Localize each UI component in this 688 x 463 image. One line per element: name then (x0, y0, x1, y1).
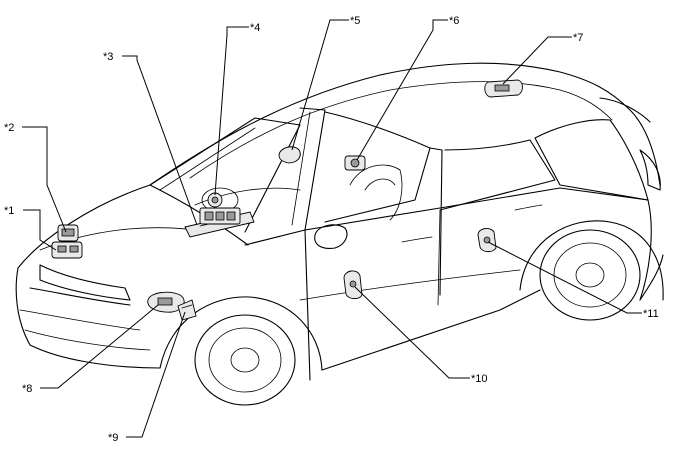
component-10 (343, 270, 363, 300)
leader-5 (291, 19, 349, 151)
component-9 (177, 299, 197, 321)
leader-1 (23, 209, 57, 251)
component-5 (278, 146, 301, 164)
leader-3 (122, 55, 198, 226)
callout-label-3: *3 (103, 51, 113, 63)
callout-label-6: *6 (449, 15, 459, 27)
leader-2 (22, 126, 67, 233)
component-7 (484, 79, 523, 98)
callout-label-1: *1 (4, 205, 14, 217)
callout-label-11: *11 (643, 308, 659, 320)
car-body-outline (15, 62, 664, 406)
callout-label-7: *7 (573, 32, 583, 44)
callout-label-4: *4 (250, 22, 260, 34)
callout-label-10: *10 (471, 373, 488, 385)
leader-8 (40, 304, 159, 389)
leader-lines (22, 19, 642, 438)
leader-9 (126, 311, 186, 438)
component-2 (57, 224, 79, 242)
leader-11 (487, 241, 642, 314)
leader-10 (354, 286, 470, 379)
component-4 (199, 192, 241, 225)
leader-6 (356, 19, 448, 161)
callout-label-2: *2 (4, 122, 14, 134)
callout-label-8: *8 (22, 383, 32, 395)
component-1 (51, 241, 83, 259)
callout-label-9: *9 (108, 432, 118, 444)
component-11 (477, 228, 497, 253)
leader-7 (502, 36, 572, 85)
callout-label-5: *5 (350, 15, 360, 27)
component-6 (344, 155, 366, 171)
leader-4 (214, 26, 249, 196)
